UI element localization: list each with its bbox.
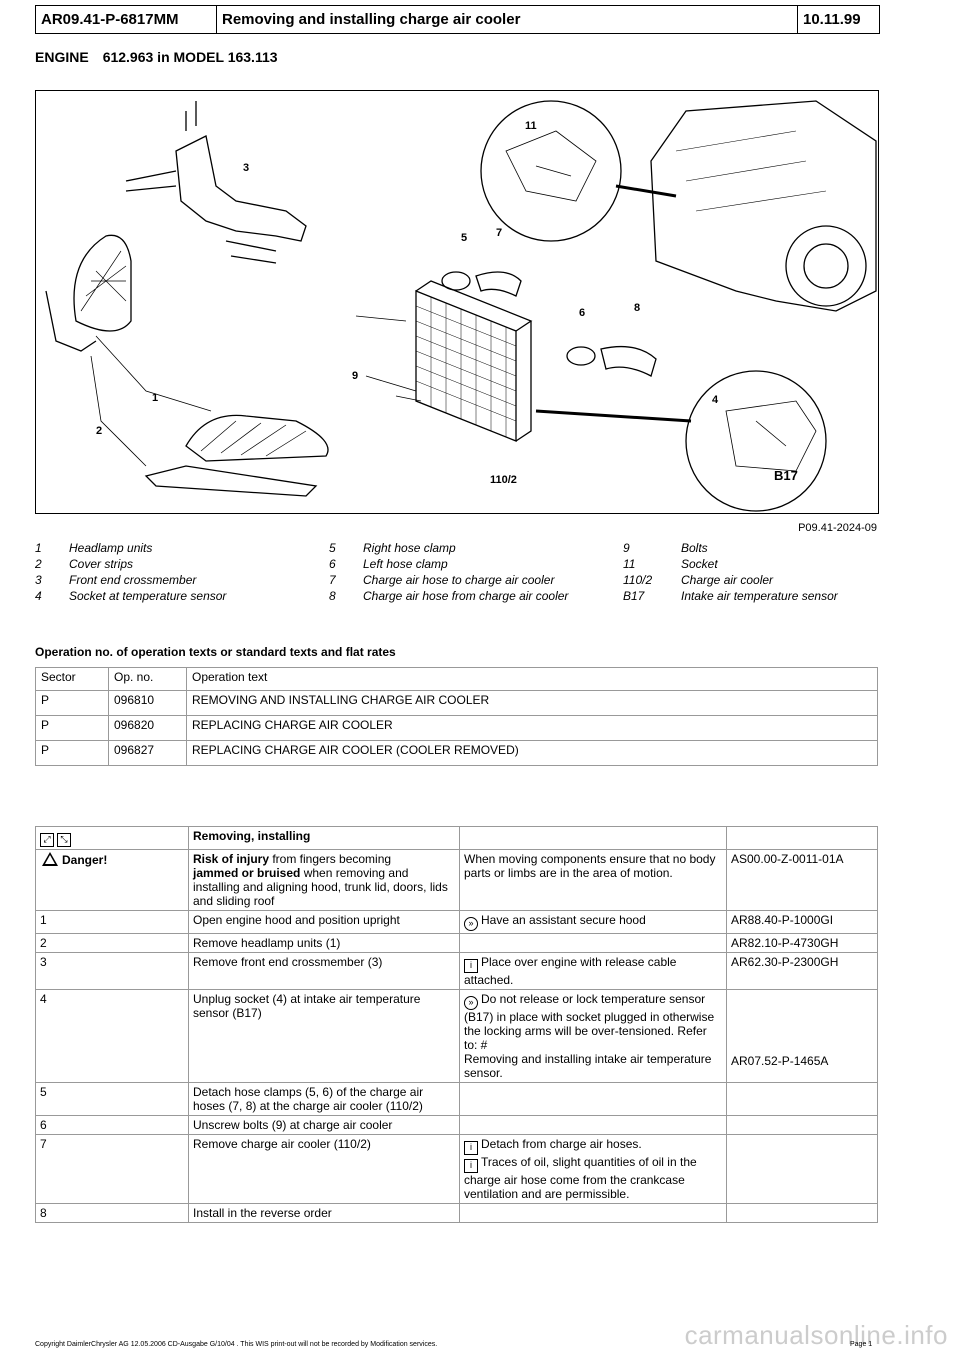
callout-4: 4: [712, 394, 719, 406]
callout-7: 7: [496, 227, 502, 239]
tip-icon: »: [464, 917, 478, 931]
callout-110-2: 110/2: [490, 474, 517, 486]
callout-9: 9: [352, 370, 358, 382]
page-number: Page 1: [850, 1341, 873, 1348]
expand-icon[interactable]: ⤢: [40, 833, 54, 847]
callout-2: 2: [96, 425, 102, 437]
doc-date: 10.11.99: [803, 11, 861, 28]
callout-b17: B17: [774, 468, 798, 483]
callout-11: 11: [525, 120, 537, 132]
danger-note: When moving components ensure that no bo…: [459, 849, 727, 911]
document-header: AR09.41-P-6817MM Removing and installing…: [35, 5, 880, 34]
procedure-heading: Removing, installing: [188, 826, 460, 850]
danger-label: Danger!: [62, 853, 108, 867]
engine-model: 612.963 in MODEL 163.113: [102, 49, 278, 65]
tip-icon: »: [464, 996, 478, 1010]
table-header-row: Sector Op. no. Operation text: [35, 667, 878, 691]
procedure-header-row: ⤢⤡ Removing, installing: [35, 826, 878, 850]
danger-row: Danger! Risk of injury from fingers beco…: [35, 849, 878, 911]
callout-5: 5: [461, 232, 467, 244]
header-op-no: Op. no.: [108, 667, 187, 691]
danger-ref[interactable]: AS00.00-Z-0011-01A: [726, 849, 878, 911]
doc-title: Removing and installing charge air coole…: [217, 6, 798, 33]
expand-collapse-icons[interactable]: ⤢⤡: [35, 826, 189, 850]
procedure-table: ⤢⤡ Removing, installing Danger! Risk of …: [35, 826, 878, 1223]
exploded-view-figure: 11 3 5 7 6 8 4 1 2 9 110/2 B17: [35, 90, 879, 514]
figure-reference: P09.41-2024-09: [798, 522, 877, 534]
operations-title: Operation no. of operation texts or stan…: [35, 645, 396, 659]
doc-id: AR09.41-P-6817MM: [36, 6, 217, 33]
header-sector: Sector: [35, 667, 109, 691]
diagram-drawing: 11 3 5 7 6 8 4 1 2 9 110/2 B17: [45, 100, 877, 512]
callout-1: 1: [152, 392, 158, 404]
info-icon: i: [464, 959, 478, 973]
copyright-footer: Copyright DaimlerChrysler AG 12.05.2006 …: [35, 1341, 438, 1348]
warning-icon: [42, 852, 58, 866]
engine-label: ENGINE: [35, 49, 89, 65]
callout-8: 8: [634, 302, 640, 314]
info-icon: i: [464, 1141, 478, 1155]
info-icon: i: [464, 1159, 478, 1173]
callout-3: 3: [243, 162, 249, 174]
engine-line: ENGINE 612.963 in MODEL 163.113: [35, 49, 292, 65]
collapse-icon[interactable]: ⤡: [57, 833, 71, 847]
callout-6: 6: [579, 307, 585, 319]
watermark: carmanualsonline.info: [684, 1320, 948, 1350]
header-operation-text: Operation text: [186, 667, 878, 691]
